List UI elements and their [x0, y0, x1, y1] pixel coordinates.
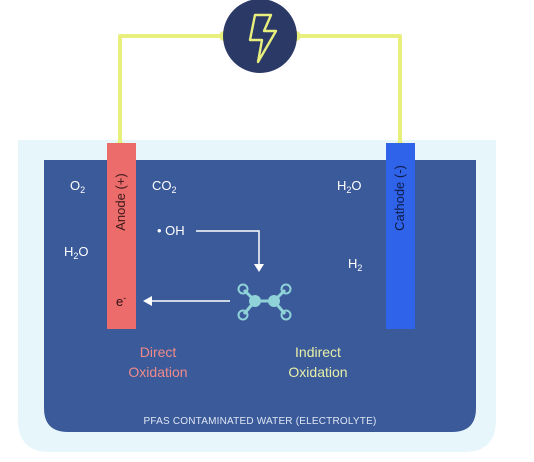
water-label-left: H2O [64, 244, 89, 261]
oh-radical-arrowhead [254, 264, 264, 272]
electron-label: e- [116, 293, 127, 310]
electron-arrowhead [143, 296, 152, 306]
electrolyte-label: PFAS CONTAMINATED WATER (ELECTROLYTE) [143, 416, 377, 427]
power-source [223, 0, 297, 73]
cathode-label: Cathode (-) [392, 165, 407, 231]
cathode-electrode [386, 143, 415, 329]
indirect-oxidation-label: Indirect Oxidation [288, 344, 348, 380]
direct-oxidation-label: Direct Oxidation [128, 344, 188, 380]
oh-radical-arrow [196, 230, 260, 266]
wire-right [296, 34, 402, 146]
oxygen-label: O2 [70, 178, 86, 195]
hydrogen-label: H2 [348, 256, 363, 273]
anode-electrode [107, 143, 136, 329]
water-label-right: H2O [337, 178, 362, 195]
carbon-dioxide-label: CO2 [152, 178, 177, 195]
anode-label: Anode (+) [113, 173, 128, 231]
lightning-bolt-icon [248, 13, 278, 64]
pfas-molecule-icon [237, 283, 292, 321]
hydroxyl-radical-label: • OH [157, 223, 185, 238]
electrolyte-water [44, 160, 476, 432]
wire-left [118, 34, 224, 146]
